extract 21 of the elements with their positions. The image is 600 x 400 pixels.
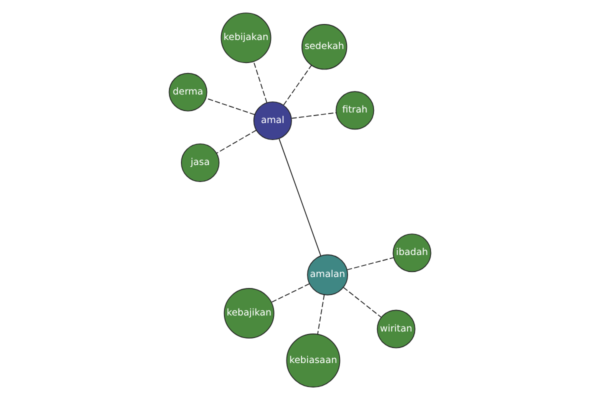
- connector: [317, 294, 325, 334]
- node-circle: amalan: [307, 254, 348, 296]
- connector: [278, 138, 322, 256]
- node-circle: jasa: [180, 143, 220, 182]
- connector: [343, 287, 382, 318]
- node-circle: sedekah: [302, 24, 348, 70]
- connector: [346, 257, 394, 270]
- node-circle: ibadah: [392, 234, 432, 272]
- connector: [206, 98, 256, 116]
- node-circle: fitrah: [336, 91, 374, 130]
- connector: [283, 64, 312, 106]
- connector: [216, 130, 257, 154]
- connector: [291, 112, 337, 119]
- node-circle: kebiasaan: [286, 334, 340, 388]
- node-circle: derma: [168, 72, 208, 112]
- connector: [271, 283, 310, 303]
- connector: [253, 61, 268, 104]
- node-circle: amal: [253, 101, 292, 140]
- node-circle: kebijakan: [220, 12, 272, 64]
- node-circle: kebajikan: [224, 288, 274, 339]
- node-circle: wiritan: [376, 310, 416, 348]
